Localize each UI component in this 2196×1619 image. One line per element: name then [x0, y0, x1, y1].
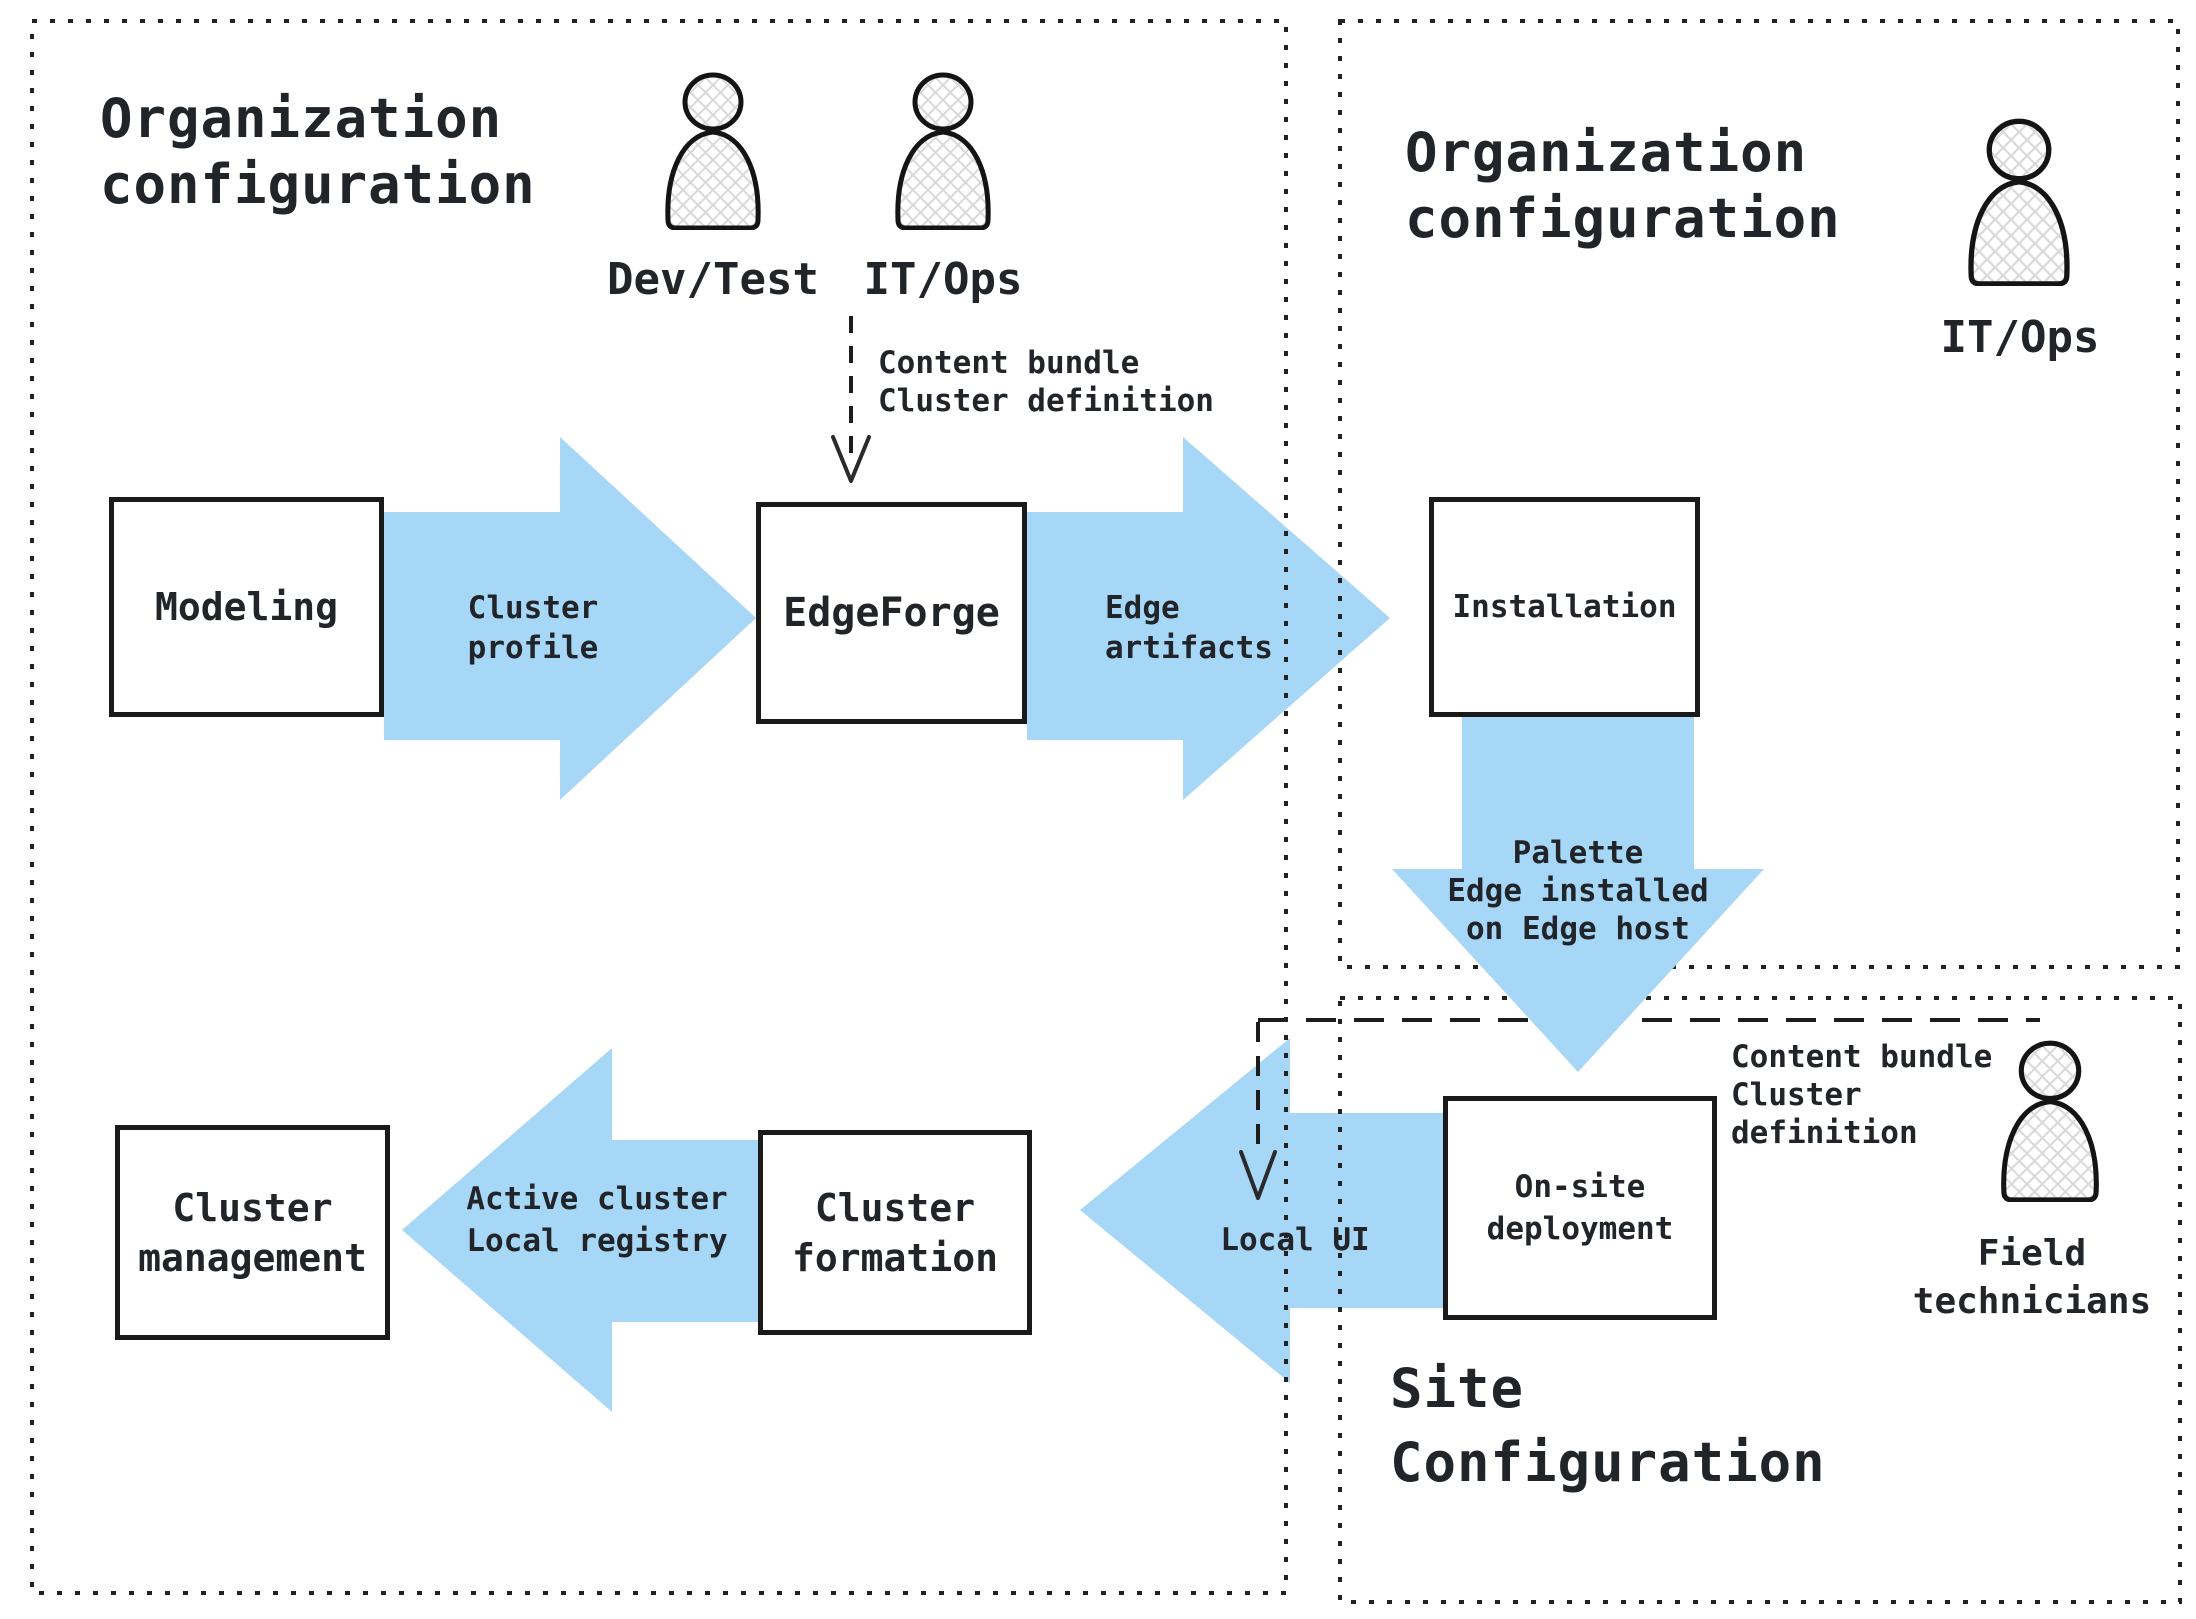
it-ops-right-person-icon — [1968, 118, 2070, 286]
org-right-panel-title: Organization configuration — [1405, 121, 1841, 250]
content-bundle-annotation-top: Content bundle Cluster definition — [878, 345, 1214, 419]
it-ops-right-label: IT/Ops — [1940, 312, 2100, 363]
site-panel-title: Site Configuration — [1390, 1357, 1826, 1494]
site-dashed-arrowhead-icon — [1239, 1150, 1277, 1200]
dev-test-person-icon — [665, 72, 761, 230]
node-edgeforge: EdgeForge — [756, 502, 1027, 724]
org-left-panel-title: Organization configuration — [100, 87, 536, 216]
node-on-site-deployment: On-site deployment — [1443, 1096, 1717, 1320]
local-ui-flow-label: Local UI — [1220, 1222, 1370, 1258]
it-ops-label: IT/Ops — [863, 254, 1023, 305]
node-cluster-formation: Cluster formation — [758, 1130, 1032, 1335]
content-bundle-annotation-site: Content bundle Cluster definition — [1731, 1039, 1993, 1151]
field-technicians-person-icon — [2001, 1040, 2099, 1202]
arrow-local-ui — [1080, 1038, 1447, 1383]
field-technicians-label: Field technicians — [1912, 1233, 2152, 1322]
palette-edge-flow-label: Palette Edge installed on Edge host — [1447, 835, 1709, 947]
node-modeling: Modeling — [109, 497, 384, 717]
content-bundle-arrowhead-icon — [831, 435, 871, 483]
node-cluster-management: Cluster management — [115, 1125, 390, 1340]
edge-artifacts-flow-label: Edge artifacts — [1105, 590, 1273, 666]
node-installation: Installation — [1429, 497, 1700, 717]
cluster-profile-flow-label: Cluster profile — [467, 590, 599, 666]
it-ops-person-icon — [895, 72, 991, 230]
dev-test-label: Dev/Test — [607, 254, 819, 305]
active-cluster-flow-label: Active cluster Local registry — [466, 1181, 728, 1259]
